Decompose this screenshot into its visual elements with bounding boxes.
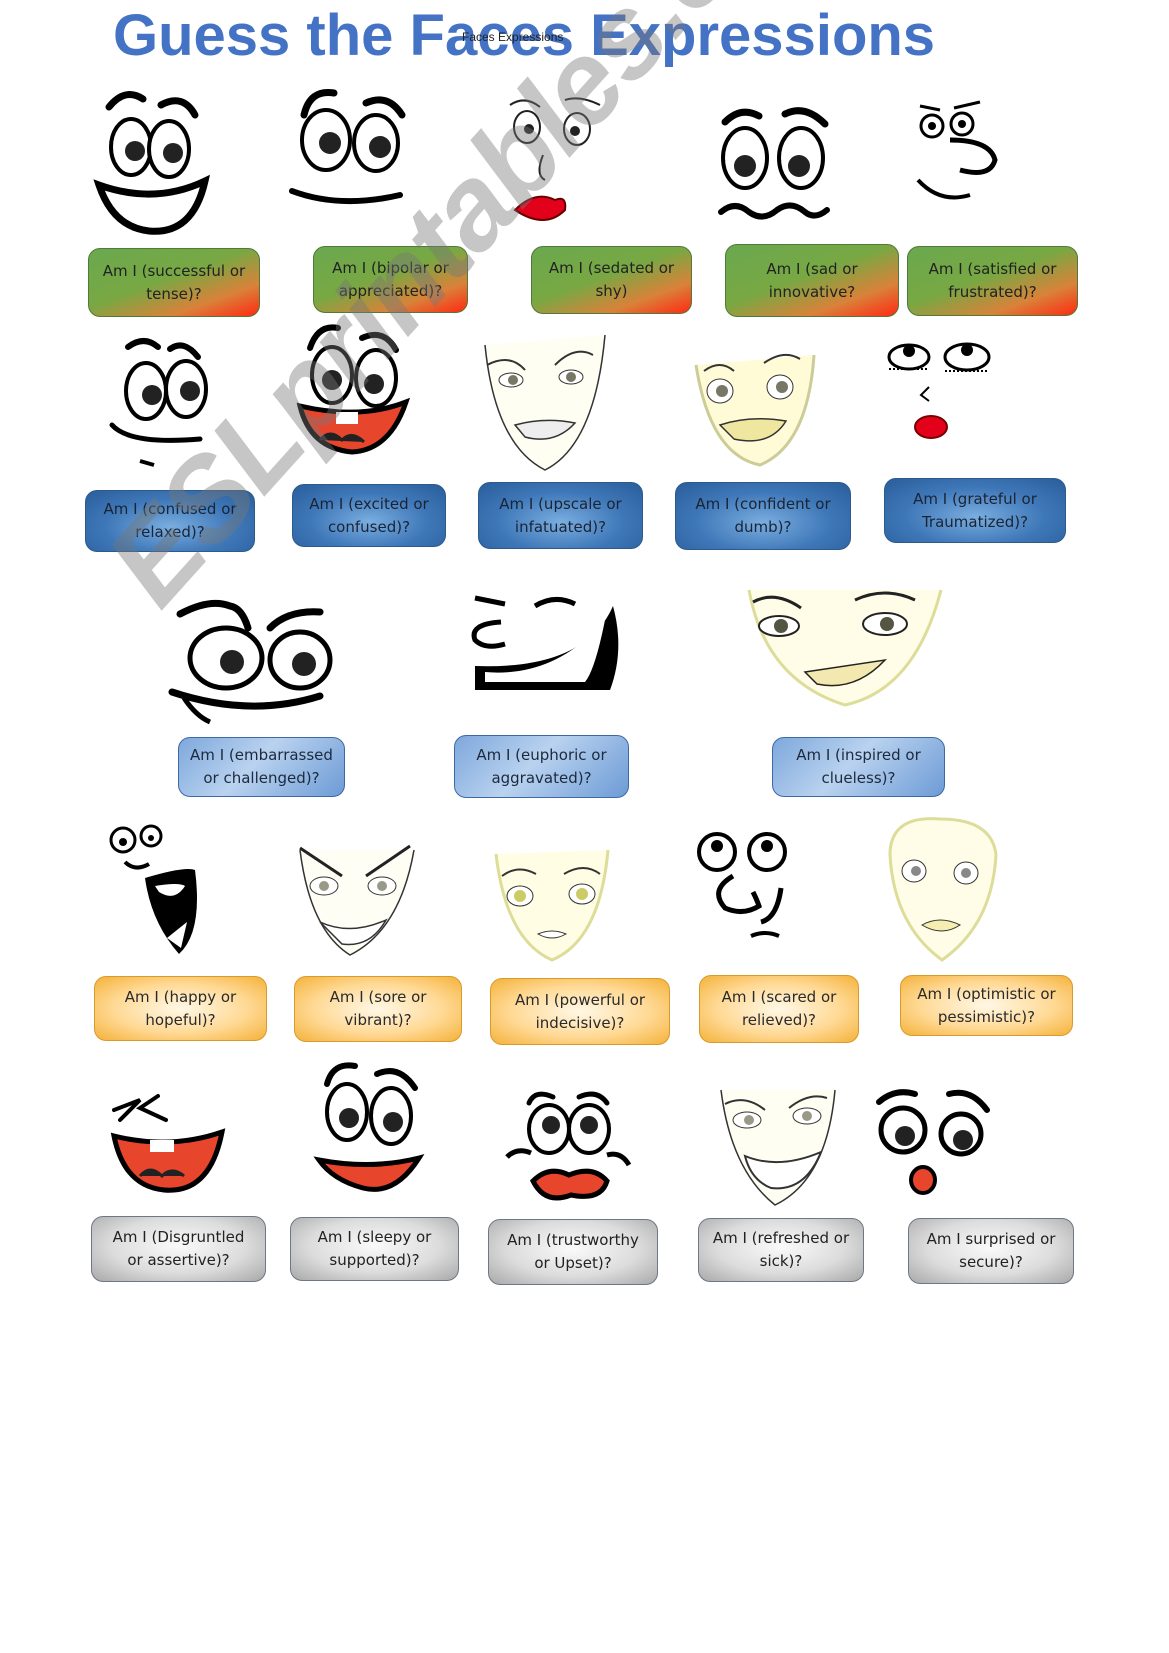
question-line-1: Am I (sedated or <box>548 259 675 277</box>
sketched-woman-sly-face-icon <box>747 589 943 707</box>
question-line-2: indecisive)? <box>535 1013 625 1032</box>
question-card: Am I (confident or dumb)? <box>675 482 851 550</box>
question-line-2: hopeful)? <box>145 1010 216 1029</box>
big-laugh-doodle-face-icon <box>471 595 619 690</box>
question-line-2: shy) <box>595 282 628 300</box>
question-line-1: Am I (sad or <box>766 259 858 278</box>
question-line-2: tense)? <box>146 284 202 303</box>
question-line-2: aggravated)? <box>491 768 592 787</box>
question-card: Am I (sleepy or supported)? <box>290 1217 459 1281</box>
smug-doodle-face-icon <box>916 100 998 200</box>
question-line-1: Am I (grateful or <box>913 489 1037 508</box>
question-line-1: Am I (bipolar or <box>332 258 449 277</box>
sketched-woman-smirk-face-icon <box>694 353 816 467</box>
question-line-1: Am I (confused or <box>103 500 237 518</box>
question-line-2: vibrant)? <box>344 1011 412 1029</box>
question-line-1: Am I (upscale or <box>499 494 622 513</box>
question-line-1: Am I (inspired or <box>796 746 921 764</box>
question-line-2: confused)? <box>327 517 411 536</box>
question-line-1: Am I (embarrassed <box>190 746 333 764</box>
sketched-woman-laugh-face-icon <box>720 1089 836 1206</box>
question-card: Am I (Disgruntled or assertive)? <box>91 1216 266 1282</box>
question-line-2: innovative? <box>768 282 856 301</box>
happy-smile-cartoon-face-icon <box>313 1062 425 1192</box>
question-card: Am I (trustworthy or Upset)? <box>488 1219 658 1285</box>
question-card: Am I (satisfied or frustrated)? <box>907 246 1078 316</box>
question-line-1: Am I (euphoric or <box>476 745 607 764</box>
question-line-1: Am I (satisfied or <box>928 260 1057 278</box>
eyes-rolled-up-kiss-face-icon <box>887 342 991 439</box>
sketched-woman-smiling-face-icon <box>484 334 606 471</box>
laughing-red-mouth-face-icon <box>296 324 411 455</box>
question-card: Am I (upscale or infatuated)? <box>478 482 643 549</box>
question-line-2: clueless)? <box>821 769 896 787</box>
question-card: Am I (confused or relaxed)? <box>85 490 255 552</box>
question-card: Am I (happy or hopeful)? <box>94 976 267 1041</box>
question-line-1: Am I (excited or <box>309 494 429 513</box>
question-line-1: Am I (optimistic or <box>917 984 1056 1003</box>
question-card: Am I (optimistic or pessimistic)? <box>900 975 1073 1036</box>
question-card: Am I (powerful or indecisive)? <box>490 978 670 1045</box>
question-card: Am I (scared or relieved)? <box>699 975 859 1043</box>
title-overlay-text: Faces Expressions <box>462 30 564 44</box>
question-line-2: pessimistic)? <box>937 1007 1036 1026</box>
question-line-1: Am I (successful or <box>102 261 246 280</box>
question-line-2: relaxed)? <box>135 523 205 541</box>
question-card: Am I (grateful or Traumatized)? <box>884 478 1066 543</box>
question-card: Am I (sore or vibrant)? <box>294 976 462 1042</box>
question-card: Am I surprised or secure)? <box>908 1218 1074 1284</box>
question-line-1: Am I (happy or <box>124 987 237 1006</box>
mischievous-cartoon-face-icon <box>168 599 333 725</box>
question-card: Am I (sedated or shy) <box>531 246 692 314</box>
tongue-out-cartoon-face-icon <box>876 1089 990 1195</box>
screaming-doodle-face-icon <box>109 824 197 954</box>
question-card: Am I (bipolar or appreciated)? <box>313 246 468 313</box>
question-card: Am I (euphoric or aggravated)? <box>454 735 629 798</box>
question-line-2: frustrated)? <box>948 283 1037 301</box>
question-line-2: supported)? <box>329 1251 420 1269</box>
question-line-2: secure)? <box>959 1253 1023 1271</box>
question-card: Am I (sad or innovative? <box>725 244 899 317</box>
question-line-2: relieved)? <box>741 1011 817 1029</box>
question-line-2: infatuated)? <box>514 517 607 536</box>
sketched-woman-pout-face-icon <box>888 817 998 962</box>
wavy-mouth-worried-face-icon <box>718 107 830 220</box>
smirking-cartoon-face-icon <box>289 88 406 205</box>
sketched-woman-calm-face-icon <box>494 849 610 962</box>
side-glance-cartoon-face-icon <box>109 338 208 467</box>
grinning-cartoon-face-icon <box>93 91 210 235</box>
question-line-1: Am I surprised or <box>926 1230 1056 1248</box>
question-line-1: Am I (scared or <box>721 988 837 1006</box>
question-card: Am I (successful or tense)? <box>88 248 260 317</box>
red-lips-sketch-face-icon <box>509 97 601 221</box>
question-line-1: Am I (trustworthy <box>507 1231 639 1249</box>
question-line-1: Am I (powerful or <box>514 990 646 1009</box>
question-line-2: dumb)? <box>734 518 792 536</box>
question-line-1: Am I (Disgruntled <box>112 1228 245 1246</box>
squinting-laugh-face-icon <box>110 1094 226 1193</box>
question-line-1: Am I (sore or <box>329 988 427 1006</box>
question-line-2: appreciated)? <box>338 281 443 300</box>
question-line-2: sick)? <box>759 1252 803 1270</box>
question-line-1: Am I (confident or <box>695 495 831 513</box>
question-card: Am I (refreshed or sick)? <box>698 1218 864 1282</box>
question-card: Am I (embarrassed or challenged)? <box>178 737 345 797</box>
sketched-angry-grin-face-icon <box>299 844 415 956</box>
question-line-2: or assertive)? <box>127 1251 230 1269</box>
page-title: Guess the Faces Expressions <box>113 3 936 68</box>
question-card: Am I (excited or confused)? <box>292 484 446 547</box>
question-line-2: or challenged)? <box>203 769 320 787</box>
question-line-2: Traumatized)? <box>921 512 1029 531</box>
crying-upset-cartoon-face-icon <box>505 1091 632 1201</box>
shocked-o-mouth-doodle-face-icon <box>697 832 787 938</box>
question-card: Am I (inspired or clueless)? <box>772 737 945 797</box>
question-line-1: Am I (sleepy or <box>317 1228 432 1246</box>
question-line-2: or Upset)? <box>534 1254 612 1272</box>
question-line-1: Am I (refreshed or <box>712 1229 850 1247</box>
